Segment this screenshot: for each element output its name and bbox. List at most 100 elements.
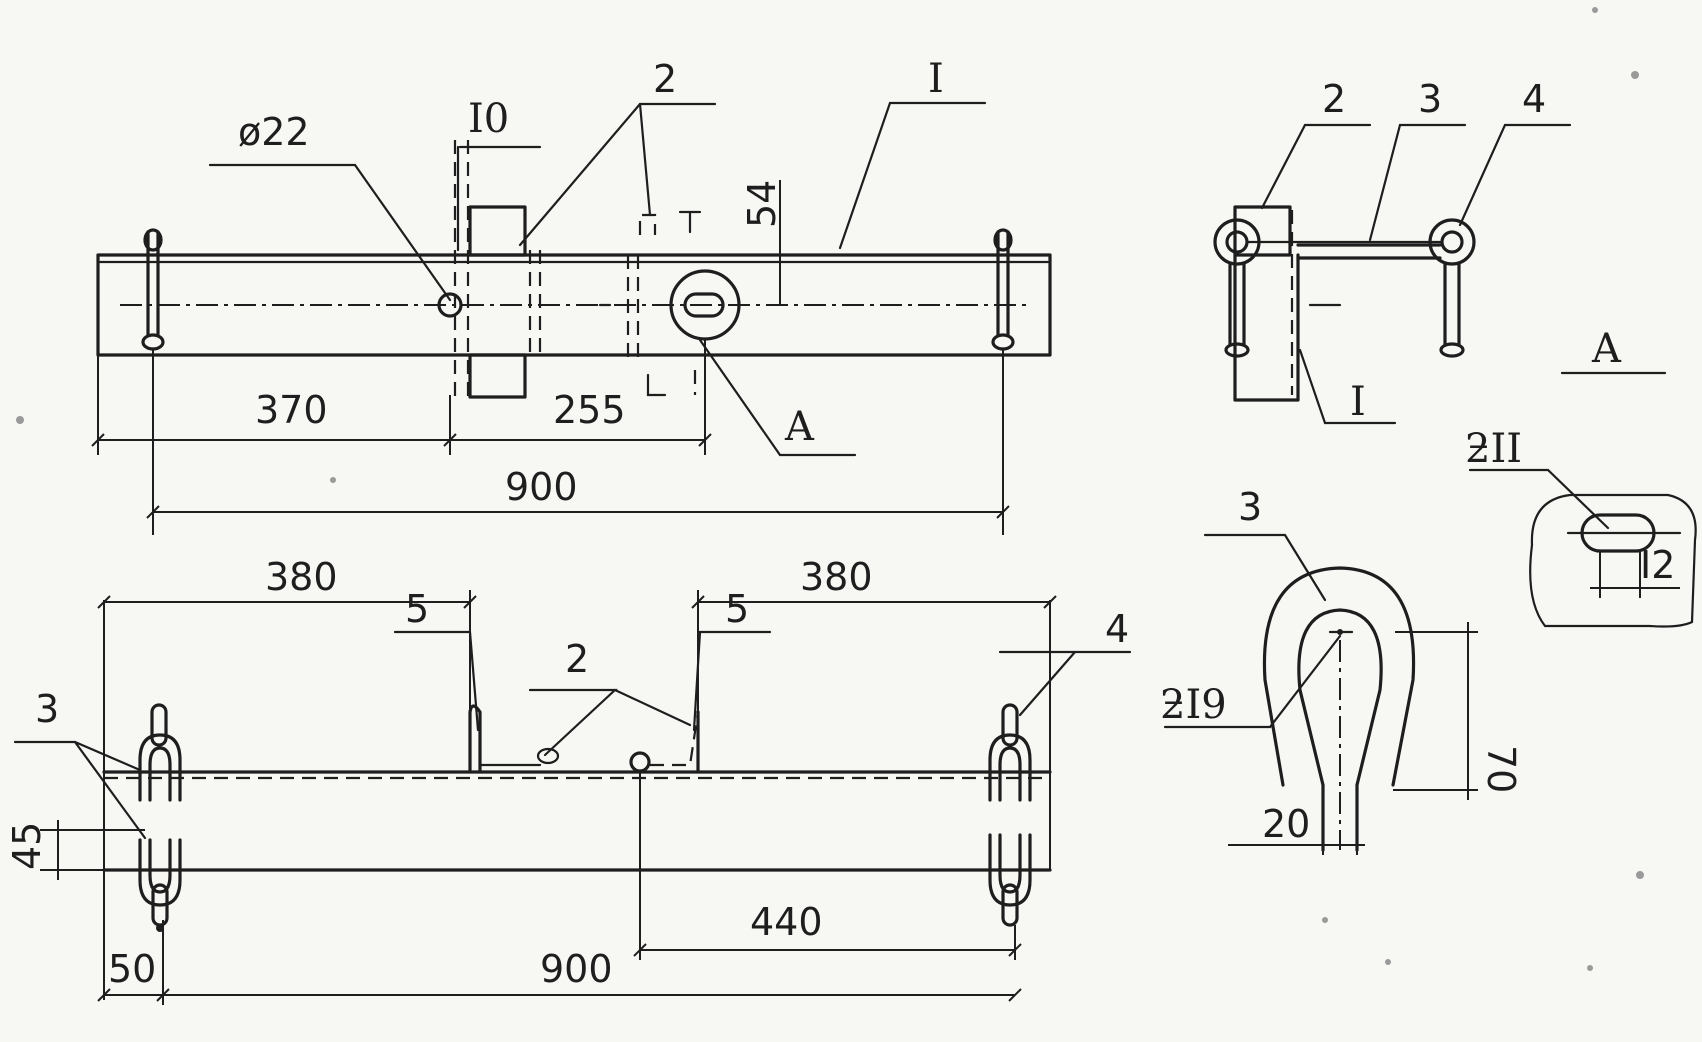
- top-boss-A: [669, 269, 741, 341]
- leader-1-side: [1298, 348, 1397, 425]
- detail-A: A ƻII I2: [1465, 326, 1697, 628]
- leader-A: [698, 338, 857, 457]
- label-4-side: 4: [1522, 77, 1546, 121]
- label-10: I0: [468, 96, 509, 142]
- speck: [1322, 917, 1328, 923]
- leader-2-front-a: [528, 688, 618, 757]
- leader-3-side: [1368, 123, 1467, 242]
- leader-5-right: [692, 630, 772, 732]
- top-hole-phi22: [437, 292, 463, 318]
- label-2-front: 2: [565, 637, 589, 681]
- top-plate-2-right-upper: [638, 213, 657, 235]
- label-3-side: 3: [1418, 77, 1442, 121]
- front-plate-5-left: [468, 704, 482, 774]
- leader-r19: [1163, 634, 1342, 729]
- leader-2-front-b: [613, 688, 692, 727]
- detail-A-title: A: [1591, 326, 1622, 372]
- leader-r11: [1468, 468, 1610, 530]
- leader-4-front: [1018, 650, 1077, 717]
- front-right-link-top: [1001, 703, 1019, 747]
- dim-ticks: [91, 433, 712, 447]
- label-380-right: 380: [800, 555, 873, 599]
- front-right-shackle-upper: [988, 733, 1032, 802]
- top-plate-2-lower: [468, 353, 527, 399]
- speck: [1587, 965, 1593, 971]
- shackle-outer: [1262, 566, 1416, 787]
- label-5-right: 5: [725, 587, 749, 631]
- leader-2-side: [1260, 123, 1372, 210]
- label-370: 370: [255, 388, 328, 432]
- top-right-rod-end: [991, 333, 1015, 351]
- top-left-rod-end: [141, 333, 165, 351]
- label-2: 2: [653, 57, 677, 101]
- side-right-rod: [1443, 262, 1461, 347]
- front-left-shackle-lower: [138, 838, 182, 907]
- label-380-left: 380: [265, 555, 338, 599]
- leader-2-b: [638, 102, 652, 217]
- label-900-top: 900: [505, 465, 578, 509]
- front-left-link-top: [150, 703, 168, 747]
- label-440: 440: [750, 900, 823, 944]
- dim-ticks: [146, 505, 1010, 519]
- label-r11: ƻII: [1465, 426, 1522, 472]
- label-2-side: 2: [1322, 77, 1346, 121]
- speck: [1592, 7, 1598, 13]
- side-view: 2 3 4 I: [1213, 77, 1572, 425]
- side-left-rod: [1228, 262, 1246, 347]
- speck: [1385, 959, 1391, 965]
- front-bolt-left: [536, 747, 560, 765]
- detail-A-boundary: [1529, 493, 1697, 628]
- front-right-shackle-lower: [988, 833, 1032, 907]
- leader-phi22: [208, 163, 452, 302]
- label-12: I2: [1640, 543, 1675, 587]
- top-view: I 2 I0 ø22 54 370 255 A 900: [91, 56, 1052, 535]
- speck: [1636, 871, 1644, 879]
- side-left-eye-inner: [1225, 230, 1249, 254]
- side-web: [1233, 253, 1300, 402]
- label-70: 70: [1479, 745, 1523, 793]
- shackle-inner: [1297, 608, 1383, 787]
- leader-3-shackle: [1203, 533, 1327, 602]
- dim-ticks: [97, 988, 1022, 1002]
- top-section-tick: [678, 210, 702, 234]
- label-50: 50: [108, 947, 156, 991]
- label-4-front: 4: [1105, 607, 1129, 651]
- leader-4-side: [1458, 123, 1572, 227]
- front-right-shackle-lower-inner: [998, 833, 1022, 894]
- shackle-detail: 3 ƻI9 70 20: [1160, 485, 1523, 855]
- label-3-shackle: 3: [1238, 485, 1262, 529]
- speck: [1631, 71, 1639, 79]
- label-20: 20: [1262, 802, 1310, 846]
- speck: [330, 477, 336, 483]
- leader-3-front-b: [73, 740, 147, 840]
- top-slot-A: [683, 292, 725, 318]
- front-left-shackle-upper-inner: [148, 746, 172, 802]
- label-1-side: I: [1350, 379, 1366, 425]
- top-section-tick: [646, 373, 667, 397]
- front-left-shackle-upper: [138, 733, 182, 802]
- top-left-rod-head: [143, 228, 163, 252]
- label-900-front: 900: [540, 947, 613, 991]
- side-right-rod-end: [1439, 342, 1465, 358]
- label-1: I: [928, 56, 944, 102]
- shackle-center: [1337, 629, 1343, 635]
- front-right-link-bottom: [1001, 883, 1019, 927]
- dim-ticks: [633, 943, 1022, 957]
- leader-1: [838, 101, 987, 250]
- label-45: 45: [5, 822, 49, 870]
- front-bolt-right: [629, 751, 651, 773]
- front-view: 380 380 5 2 5 4 3 45 440 50 900: [5, 555, 1132, 1005]
- label-54: 54: [740, 180, 784, 228]
- label-5-left: 5: [405, 587, 429, 631]
- side-left-rod-end: [1224, 342, 1250, 358]
- side-right-eye-inner: [1440, 230, 1464, 254]
- leader-5-left: [393, 630, 480, 732]
- speck: [16, 416, 24, 424]
- label-r19: ƻI9: [1160, 682, 1227, 728]
- top-beam-outline: [96, 253, 1052, 357]
- top-plate-2-upper: [468, 205, 527, 257]
- front-right-shackle-upper-inner: [998, 746, 1022, 802]
- label-255: 255: [553, 388, 626, 432]
